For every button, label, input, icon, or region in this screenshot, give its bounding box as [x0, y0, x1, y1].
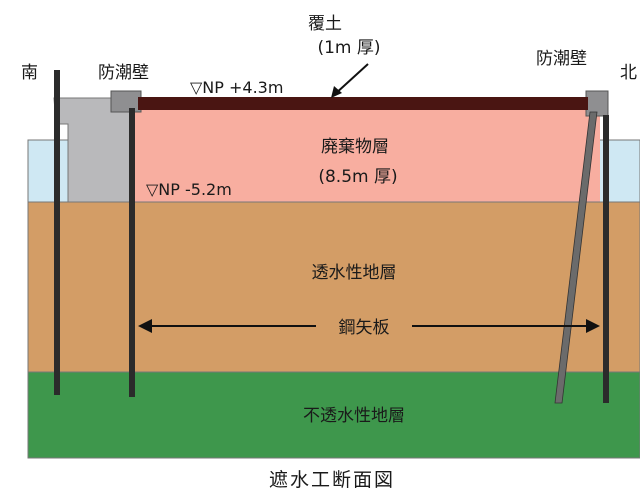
- np-top-label: ▽NP +4.3m: [190, 78, 283, 97]
- north-label: 北: [620, 63, 637, 83]
- cover-soil-thickness: (1m 厚): [317, 38, 380, 58]
- sheet-pile-arrowhead-left: [138, 319, 152, 333]
- cover-soil-arrowhead: [331, 86, 342, 98]
- seawall-right-label: 防潮壁: [536, 49, 587, 69]
- waste-thickness-label: (8.5m 厚): [318, 167, 397, 187]
- cover-soil-leader-line: [333, 63, 369, 96]
- left-seawall-cap: [110, 90, 142, 113]
- seawall-left-label: 防潮壁: [98, 63, 149, 83]
- sheet-pile-south-outer: [54, 70, 60, 395]
- permeable-layer-label: 透水性地層: [312, 263, 397, 283]
- sheet-pile-north: [603, 115, 609, 403]
- sheet-pile-arrowhead-right: [586, 319, 600, 333]
- south-label: 南: [21, 63, 38, 83]
- waste-layer-label: 廃棄物層: [321, 137, 389, 157]
- waste-layer-region: [130, 110, 600, 202]
- permeable-layer-region: [27, 201, 640, 373]
- sheet-pile-slanted: [554, 111, 598, 404]
- sheet-pile-south-inner: [129, 108, 135, 397]
- cover-soil-title: 覆土: [308, 14, 342, 34]
- diagram-caption: 遮水工断面図: [269, 469, 395, 491]
- cover-soil-band: [138, 97, 588, 110]
- np-bottom-label: ▽NP -5.2m: [146, 180, 232, 199]
- sheet-pile-label: 鋼矢板: [339, 318, 390, 338]
- impermeable-layer-label: 不透水性地層: [303, 406, 405, 426]
